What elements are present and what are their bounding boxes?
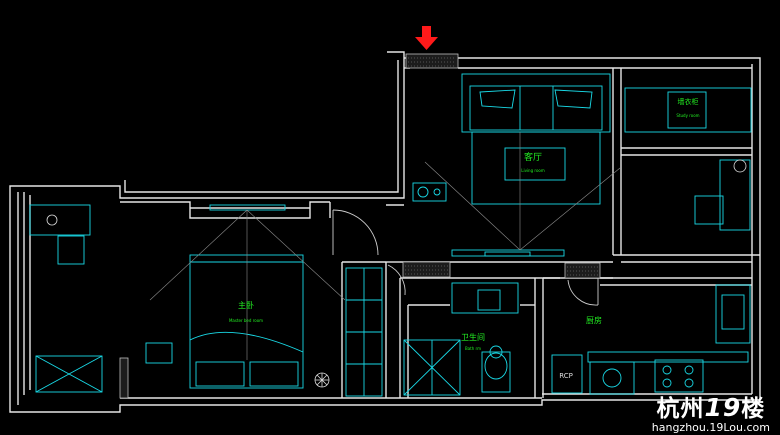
room-label-master: 主卧 <box>238 300 254 310</box>
watermark: 杭州19楼 hangzhou.19Lou.com <box>651 393 770 434</box>
watermark-brand: 杭州19楼 <box>652 393 770 422</box>
hatched-wall-blocks <box>119 53 601 399</box>
view-lines <box>149 132 621 360</box>
watermark-number: 19 <box>704 393 742 422</box>
watermark-suffix: 楼 <box>741 396 766 422</box>
furniture <box>29 73 752 397</box>
room-label-living: 客厅 <box>524 151 542 163</box>
doors <box>332 209 599 306</box>
room-label-living-en: Living room <box>521 168 545 173</box>
walls <box>9 51 761 413</box>
rose-icon <box>314 372 330 388</box>
watermark-brand-text: 杭州 <box>656 396 705 422</box>
hatch-dots <box>405 57 598 276</box>
room-label-kitchen: 厨房 <box>586 315 602 325</box>
washing-machine-icon <box>602 368 622 388</box>
room-label-master-en: Master bed room <box>229 318 263 323</box>
toilet-icon <box>489 345 503 359</box>
watermark-url: hangzhou.19Lou.com <box>651 421 770 434</box>
entrance-arrow-icon <box>415 26 438 50</box>
room-label-bath: 卫生间 <box>461 332 485 342</box>
rcp-label: RCP <box>559 372 573 380</box>
room-label-study: 墙衣柜 <box>678 97 699 106</box>
plant-icon <box>46 159 747 226</box>
room-labels: 客厅 Living room 主卧 Master bed room 墙衣柜 St… <box>229 97 700 380</box>
room-label-bath-en: Bath rm <box>465 346 481 351</box>
room-label-study-en: Study room <box>676 113 699 118</box>
stove-icon <box>662 365 694 388</box>
